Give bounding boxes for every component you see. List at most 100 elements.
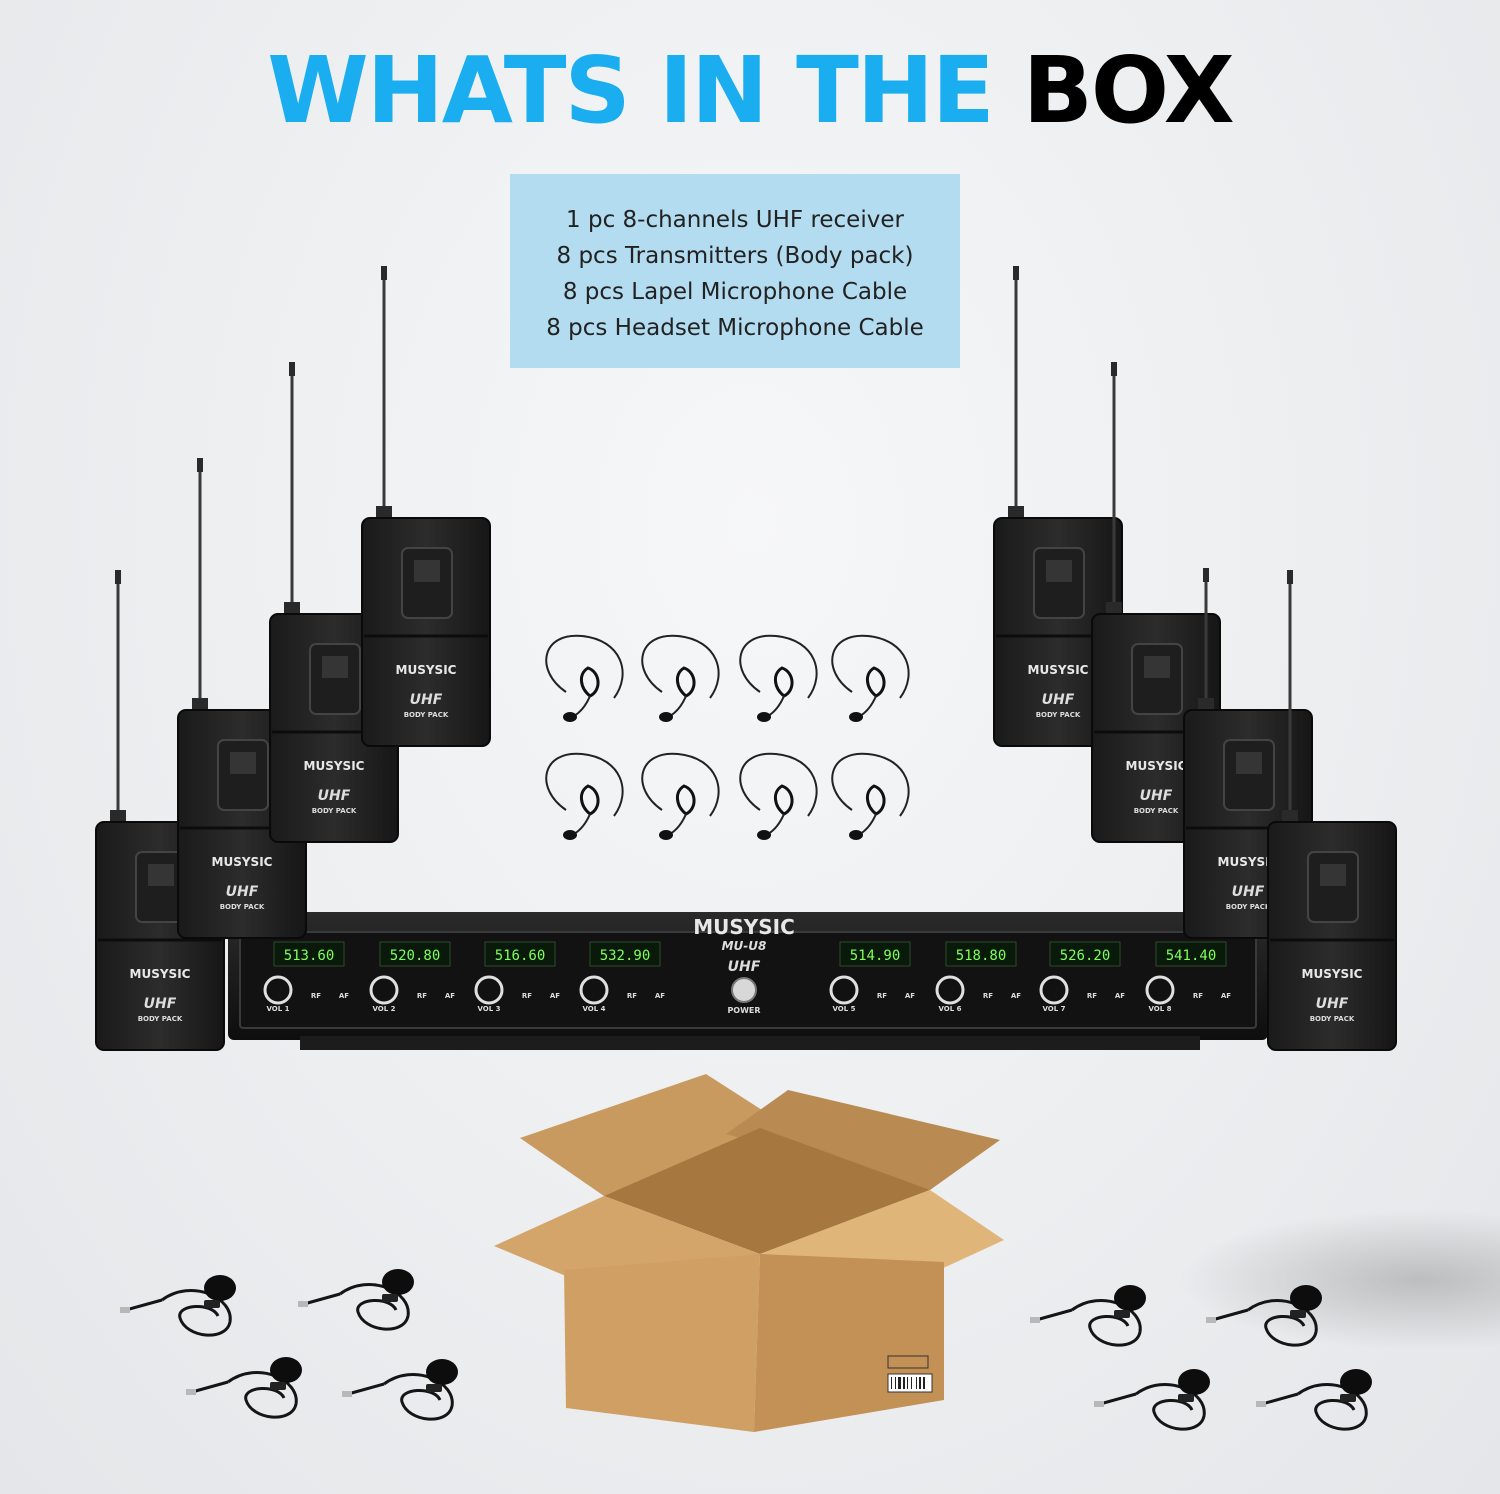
lapel-microphone-icon [298, 1269, 414, 1331]
af-label: AF [1115, 992, 1125, 1000]
jack-plug [342, 1391, 352, 1397]
bodypack-brand: MUSYSIC [1126, 759, 1187, 773]
lapel-windscreen [204, 1275, 236, 1301]
lcd-frequency: 526.20 [1060, 948, 1111, 964]
lapel-windscreen [1178, 1369, 1210, 1395]
lapel-clip [1290, 1310, 1306, 1318]
jack-plug [1094, 1401, 1104, 1407]
antenna-base [376, 506, 392, 520]
bodypack-type: BODY PACK [1134, 807, 1179, 815]
bodypack-band: UHF [1042, 692, 1075, 708]
bodypack-type: BODY PACK [1226, 903, 1271, 911]
lapel-microphone-icon [342, 1359, 458, 1421]
lapel-clip [1340, 1394, 1356, 1402]
bodypack-brand: MUSYSIC [130, 967, 191, 981]
mic-capsule [849, 830, 863, 840]
barcode-bar [898, 1377, 901, 1389]
contents-list: 1 pc 8-channels UHF receiver 8 pcs Trans… [510, 174, 960, 368]
headset-band [545, 752, 624, 817]
lapel-clip [204, 1300, 220, 1308]
antenna-base [192, 698, 208, 712]
antenna-base [1282, 810, 1298, 824]
lapel-microphone-icon [120, 1275, 236, 1337]
floor-shadow [1180, 1210, 1500, 1350]
volume-knob[interactable] [263, 975, 293, 1005]
antenna-base [284, 602, 300, 616]
rf-label: RF [627, 992, 637, 1000]
lapel-cable [339, 1283, 410, 1331]
volume-label: VOL 1 [266, 1005, 289, 1013]
lapel-cable [1071, 1299, 1142, 1347]
lapel-clip [1178, 1394, 1194, 1402]
boom-arm [669, 813, 687, 835]
volume-knob[interactable] [369, 975, 399, 1005]
lapel-clip [270, 1382, 286, 1390]
volume-label: VOL 2 [372, 1005, 395, 1013]
lapel-cable [1135, 1383, 1206, 1431]
volume-knob[interactable] [1145, 975, 1175, 1005]
lapel-microphone-icon [1030, 1285, 1146, 1347]
battery-door [1033, 547, 1085, 619]
lcd-display [273, 941, 345, 967]
antenna-tip [289, 362, 295, 376]
rf-label: RF [417, 992, 427, 1000]
ear-hook [676, 784, 696, 816]
volume-knob[interactable] [935, 975, 965, 1005]
ear-hook [866, 666, 886, 698]
barcode-bar [891, 1377, 892, 1389]
jack-plug [1030, 1317, 1040, 1323]
ear-hook [866, 784, 886, 816]
volume-knob[interactable] [1039, 975, 1069, 1005]
display-window [322, 656, 348, 678]
battery-door [401, 547, 453, 619]
battery-door [1223, 739, 1275, 811]
volume-label: VOL 7 [1042, 1005, 1065, 1013]
display-window [414, 560, 440, 582]
lcd-display [484, 941, 556, 967]
rf-label: RF [522, 992, 532, 1000]
boom-arm [859, 813, 877, 835]
mic-capsule [659, 712, 673, 722]
antenna-base [1198, 698, 1214, 712]
volume-label: VOL 8 [1148, 1005, 1171, 1013]
headset-band [831, 634, 910, 699]
antenna-tip [115, 570, 121, 584]
box-front-right [754, 1254, 944, 1432]
contents-item: 8 pcs Headset Microphone Cable [546, 315, 924, 341]
headset-band [641, 752, 720, 817]
power-button[interactable] [731, 977, 757, 1003]
antenna-base [110, 810, 126, 824]
volume-knob[interactable] [474, 975, 504, 1005]
af-label: AF [550, 992, 560, 1000]
barcode-bar [903, 1377, 905, 1389]
display-window [1144, 656, 1170, 678]
bodypack-type: BODY PACK [138, 1015, 183, 1023]
rf-label: RF [1087, 992, 1097, 1000]
contents-item: 1 pc 8-channels UHF receiver [566, 207, 904, 233]
antenna-tip [381, 266, 387, 280]
bodypack-band: UHF [410, 692, 443, 708]
volume-knob[interactable] [829, 975, 859, 1005]
volume-knob[interactable] [579, 975, 609, 1005]
headset-band [545, 634, 624, 699]
lapel-windscreen [270, 1357, 302, 1383]
boom-arm [573, 813, 591, 835]
rf-label: RF [1193, 992, 1203, 1000]
lapel-cable [161, 1289, 232, 1337]
display-window [1046, 560, 1072, 582]
jack-plug [120, 1307, 130, 1313]
receiver-brand: MUSYSIC [693, 915, 795, 939]
box-front-left [564, 1254, 760, 1432]
jack-plug [1206, 1317, 1216, 1323]
boom-arm [573, 695, 591, 717]
headset-microphone-icon [641, 634, 720, 722]
lapel-lead [1211, 1308, 1249, 1322]
bodypack-brand: MUSYSIC [396, 663, 457, 677]
rf-label: RF [311, 992, 321, 1000]
receiver-base [300, 1036, 1200, 1050]
headset-microphone-icon [545, 634, 624, 722]
mic-capsule [849, 712, 863, 722]
